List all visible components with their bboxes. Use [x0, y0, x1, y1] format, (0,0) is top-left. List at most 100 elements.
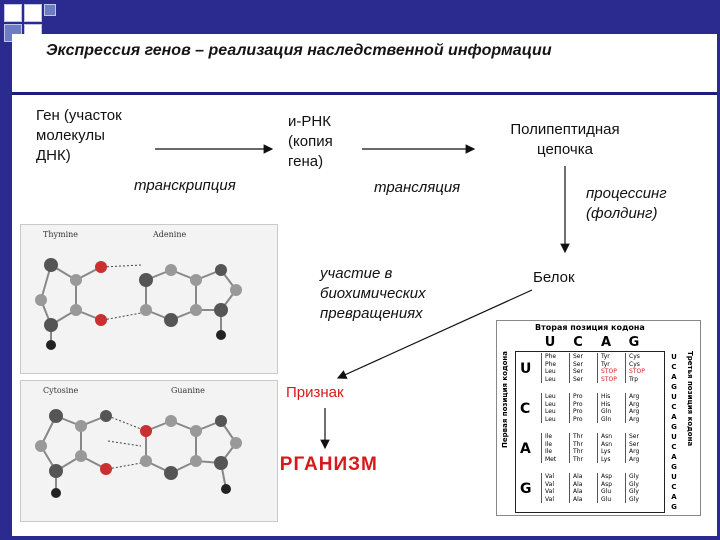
amino-acid: Asp — [601, 473, 613, 480]
gene-label: Ген (участок молекулы ДНК) — [36, 107, 122, 164]
third-position-base: C — [671, 443, 677, 451]
amino-acid: Ala — [573, 495, 583, 503]
amino-acid: Ile — [545, 448, 553, 455]
amino-acid: Ser — [573, 375, 583, 383]
mrna-label: и-РНК (копия гена) — [288, 113, 333, 170]
third-position-base: A — [671, 493, 677, 501]
amino-acid: Gly — [629, 495, 639, 503]
amino-acid: Val — [545, 488, 554, 495]
third-position-label: Третья позиция кодона — [686, 351, 694, 447]
amino-acid: Gly — [629, 480, 639, 488]
amino-acid: Ser — [573, 360, 583, 368]
amino-acid: Phe — [545, 353, 557, 360]
participation-label: участие в биохимических превращениях — [320, 265, 426, 322]
second-position-C: C — [573, 335, 583, 350]
amino-acid: Val — [545, 495, 554, 503]
amino-acid: Arg — [629, 455, 640, 463]
amino-acid: Pro — [573, 408, 583, 415]
amino-acid: Leu — [545, 393, 556, 400]
amino-acid: Arg — [629, 448, 640, 455]
amino-acid: Ala — [573, 480, 583, 488]
amino-acid: STOP — [629, 368, 645, 375]
amino-acid: Glu — [601, 488, 612, 495]
amino-acid: Trp — [629, 375, 639, 383]
amino-acid: Leu — [545, 415, 556, 423]
amino-acid: His — [601, 400, 611, 408]
amino-acid: Thr — [573, 440, 583, 448]
amino-acid: Gly — [629, 473, 639, 480]
amino-acid: STOP — [601, 375, 617, 383]
first-position-A: A — [520, 441, 531, 457]
third-position-base: C — [671, 403, 677, 411]
amino-acid: Thr — [573, 455, 583, 463]
amino-acid: Arg — [629, 393, 640, 400]
third-position-base: A — [671, 373, 677, 381]
arrow-protein-to-trait — [336, 289, 533, 379]
third-position-base: A — [671, 453, 677, 461]
third-position-base: U — [671, 433, 677, 441]
third-position-base: G — [671, 463, 677, 471]
third-position-base: G — [671, 423, 677, 431]
amino-acid: Pro — [573, 415, 583, 423]
amino-acid: Val — [545, 473, 554, 480]
amino-acid: Ala — [573, 488, 583, 495]
polypeptide-label: Полипептидная цепочка — [510, 121, 620, 158]
trait-label: Признак — [286, 384, 344, 401]
codon-grid — [515, 351, 665, 513]
amino-acid: Lys — [601, 448, 611, 455]
protein-label: Белок — [533, 269, 575, 286]
third-position-base: A — [671, 413, 677, 421]
amino-acid: His — [601, 393, 611, 400]
amino-acid: Lys — [601, 455, 611, 463]
amino-acid: Ser — [629, 433, 639, 440]
first-position-C: C — [520, 401, 531, 417]
codon-table-title: Вторая позиция кодона — [535, 323, 645, 332]
amino-acid: Arg — [629, 400, 640, 408]
amino-acid: STOP — [601, 368, 617, 375]
amino-acid: Pro — [573, 400, 583, 408]
amino-acid: Ile — [545, 433, 553, 440]
amino-acid: Leu — [545, 375, 556, 383]
third-position-base: U — [671, 393, 677, 401]
amino-acid: Ile — [545, 440, 553, 448]
amino-acid: Met — [545, 455, 557, 463]
first-position-label: Первая позиция кодона — [501, 351, 509, 448]
amino-acid: Asn — [601, 440, 613, 448]
amino-acid: Asp — [601, 480, 613, 488]
amino-acid: Gly — [629, 488, 639, 495]
third-position-base: C — [671, 363, 677, 371]
third-position-base: U — [671, 473, 677, 481]
amino-acid: Phe — [545, 360, 557, 368]
thymine-name: Thymine — [43, 230, 79, 239]
amino-acid: Cys — [629, 353, 640, 360]
amino-acid: Arg — [629, 408, 640, 415]
amino-acid: Cys — [629, 360, 640, 368]
slide-title: Экспрессия генов – реализация наследстве… — [46, 42, 552, 59]
second-position-A: A — [600, 335, 612, 350]
amino-acid: Thr — [573, 433, 583, 440]
amino-acid: Thr — [573, 448, 583, 455]
amino-acid: Leu — [545, 368, 556, 375]
adenine-name: Adenine — [153, 230, 187, 239]
processing-label: процессинг (фолдинг) — [586, 185, 667, 222]
title-divider — [12, 92, 717, 95]
amino-acid: Asn — [601, 433, 613, 440]
amino-acid: Tyr — [601, 353, 610, 360]
amino-acid: Gln — [601, 408, 612, 415]
amino-acid: Leu — [545, 400, 556, 408]
third-position-base: G — [671, 383, 677, 391]
